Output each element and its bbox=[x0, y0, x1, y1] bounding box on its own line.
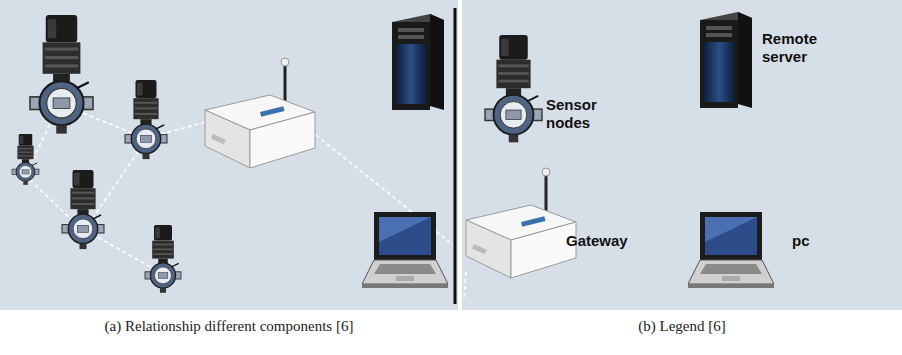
wireless-link bbox=[464, 272, 466, 300]
sensor-node-icon bbox=[125, 80, 167, 159]
figure-panel: (b) Legend [6] bbox=[462, 0, 902, 310]
gateway-icon bbox=[466, 165, 576, 278]
laptop-icon bbox=[362, 212, 448, 288]
sensor-node-icon bbox=[62, 170, 104, 249]
legend-label: Gateway bbox=[566, 232, 628, 250]
sensor-node-icon bbox=[30, 15, 93, 134]
panel-ground bbox=[462, 0, 902, 310]
legend-label: Sensor nodes bbox=[546, 96, 597, 132]
gateway-icon bbox=[205, 55, 315, 168]
server-icon bbox=[392, 14, 444, 110]
panel-ground bbox=[0, 0, 458, 310]
sensor-node-icon bbox=[485, 35, 542, 142]
sensor-node-icon bbox=[12, 134, 39, 185]
laptop-icon bbox=[688, 212, 774, 288]
network-bus bbox=[454, 8, 457, 304]
figure-panel: (a) Relationship different components [6… bbox=[0, 0, 458, 310]
panel-caption: (a) Relationship different components [6… bbox=[0, 318, 458, 335]
panel-caption: (b) Legend [6] bbox=[462, 318, 902, 335]
legend-label: pc bbox=[792, 232, 810, 250]
legend-label: Remote server bbox=[762, 30, 817, 66]
sensor-node-icon bbox=[145, 225, 181, 293]
server-icon bbox=[700, 12, 752, 108]
